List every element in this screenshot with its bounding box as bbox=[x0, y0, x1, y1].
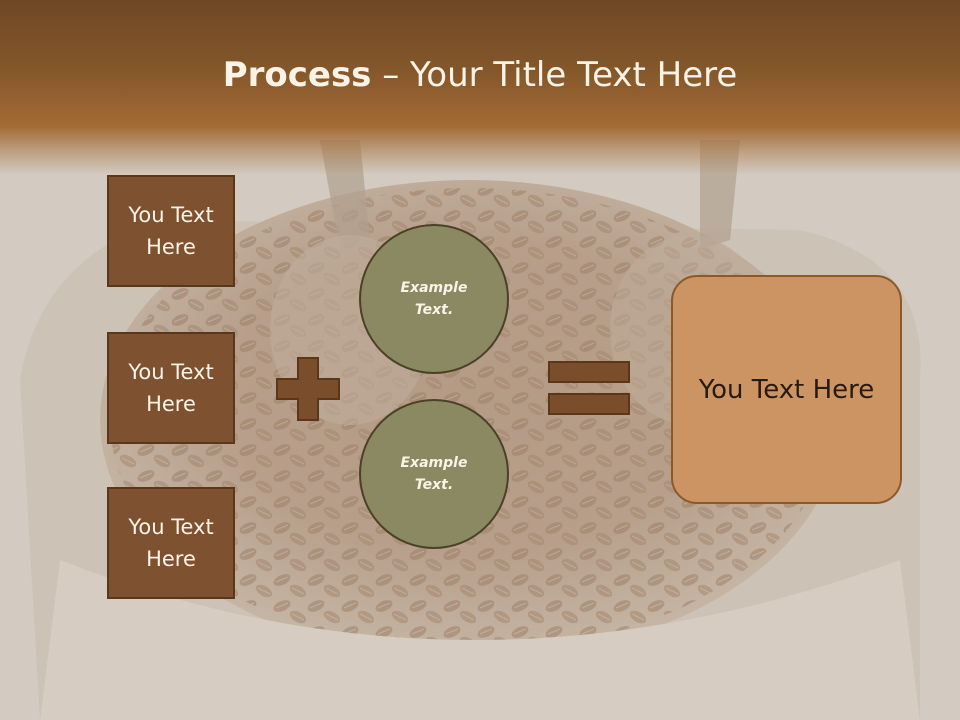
input-box-1[interactable]: You Text Here bbox=[107, 175, 235, 287]
equals-icon bbox=[548, 361, 630, 415]
title-rest: – Your Title Text Here bbox=[371, 55, 738, 95]
header-band bbox=[0, 0, 960, 175]
example-circle-2[interactable]: Example Text. bbox=[359, 399, 509, 549]
input-box-3[interactable]: You Text Here bbox=[107, 487, 235, 599]
example-circle-1-label: Example Text. bbox=[400, 280, 468, 318]
input-box-1-label: You Text Here bbox=[128, 203, 214, 259]
result-box-label: You Text Here bbox=[698, 374, 875, 405]
slide-title: Process – Your Title Text Here bbox=[0, 52, 960, 98]
title-bold: Process bbox=[222, 55, 372, 95]
plus-icon bbox=[276, 357, 340, 421]
example-circle-1[interactable]: Example Text. bbox=[359, 224, 509, 374]
example-circle-2-label: Example Text. bbox=[400, 455, 468, 493]
input-box-3-label: You Text Here bbox=[128, 515, 214, 571]
result-box[interactable]: You Text Here bbox=[671, 275, 902, 504]
input-box-2-label: You Text Here bbox=[128, 360, 214, 416]
input-box-2[interactable]: You Text Here bbox=[107, 332, 235, 444]
